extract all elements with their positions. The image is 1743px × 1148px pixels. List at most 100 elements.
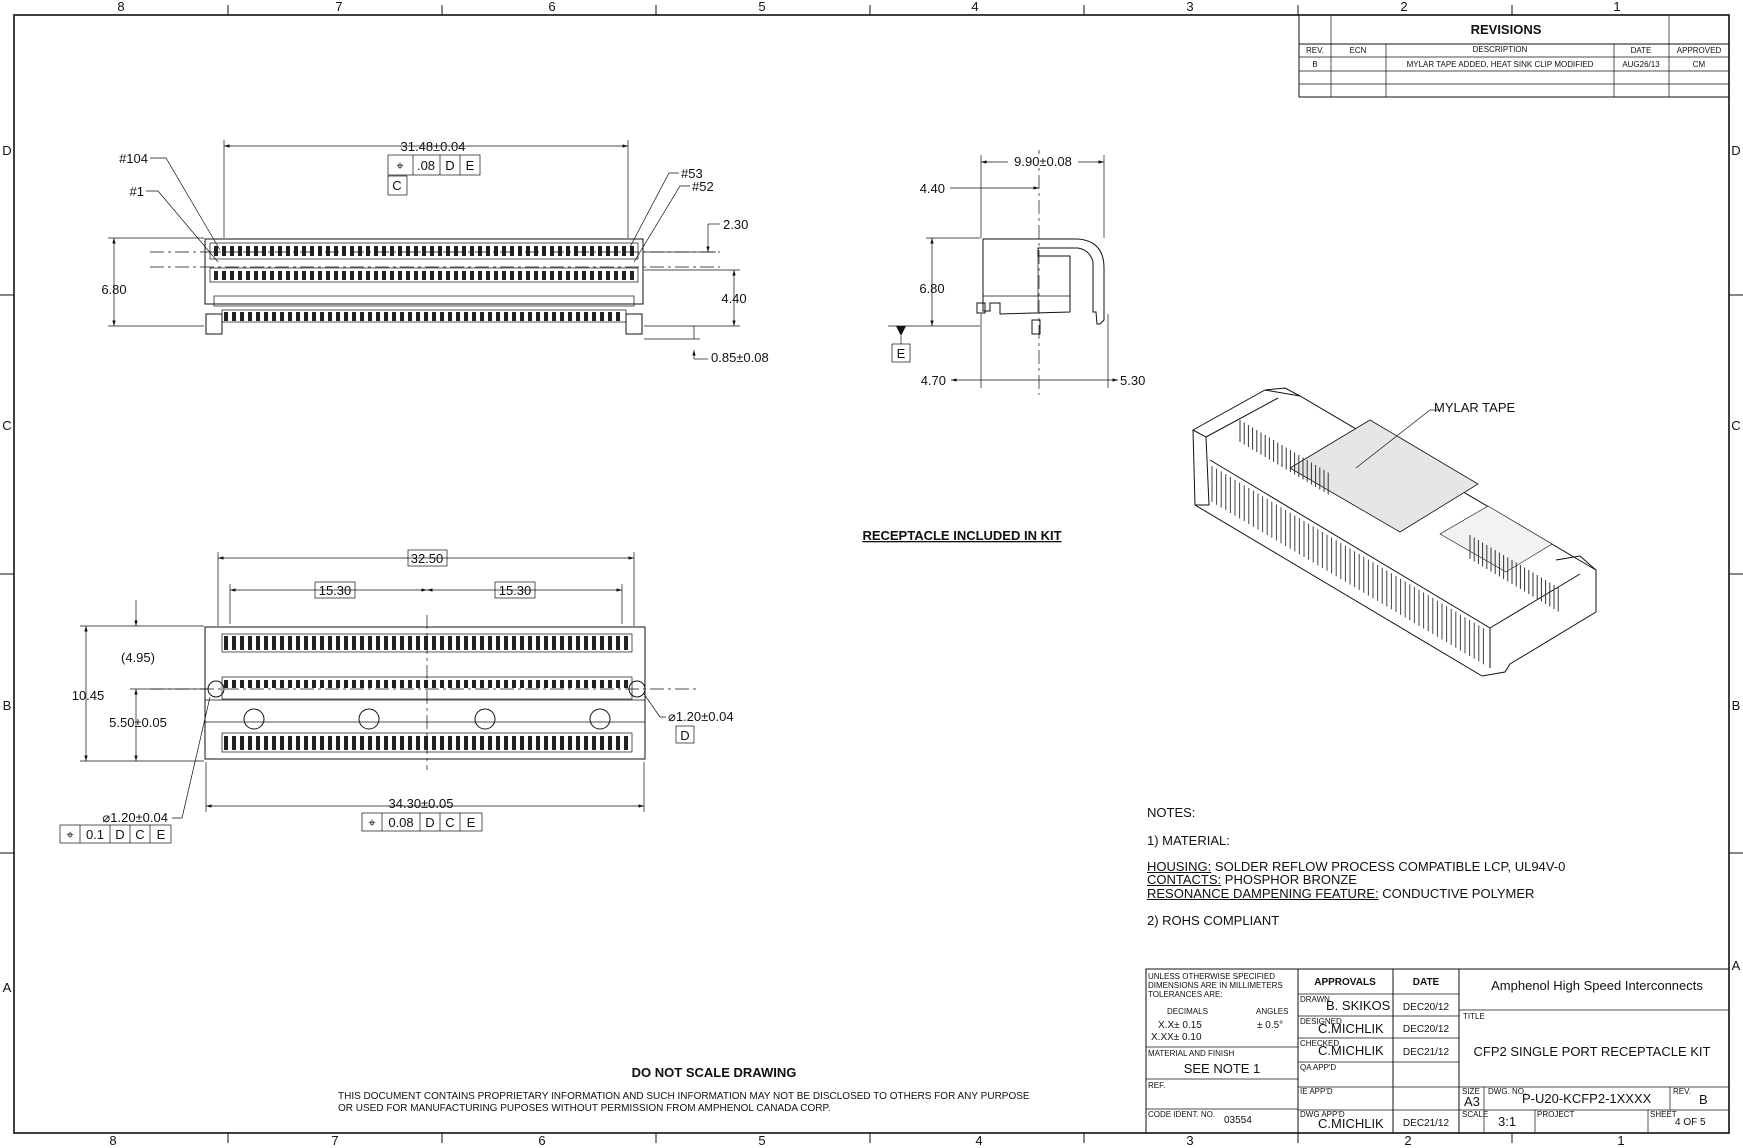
contact-mark (408, 312, 412, 321)
contact-mark (584, 736, 588, 750)
contact-mark (558, 246, 562, 256)
contact-mark (384, 312, 388, 321)
contact-mark (536, 312, 540, 321)
notes-resonance: RESONANCE DAMPENING FEATURE: CONDUCTIVE … (1147, 886, 1534, 901)
tb-scale-value: 3:1 (1498, 1114, 1516, 1129)
sv-datum-e: E (897, 346, 906, 361)
contact-mark (400, 680, 404, 688)
bv-fcf-bottom-d: D (425, 815, 434, 830)
bv-fcf-left-d: D (115, 827, 124, 842)
contact-mark (280, 736, 284, 750)
contact-mark (440, 312, 444, 321)
contact-mark (584, 312, 588, 321)
sv-height-dim: 6.80 (919, 281, 944, 296)
bv-width-3430: 34.30±0.05 (389, 796, 454, 811)
contact-mark (360, 312, 364, 321)
tb-unless-1: UNLESS OTHERWISE SPECIFIED (1148, 972, 1275, 981)
contact-mark (398, 246, 402, 256)
contact-mark (616, 636, 620, 650)
contact-mark (424, 312, 428, 321)
contact-mark (256, 312, 260, 321)
side-view: 9.90±0.08 4.40 6.80 E 4.70 5.30 (888, 150, 1145, 395)
contact-mark (462, 246, 466, 256)
zone-bottom-2: 2 (1404, 1133, 1411, 1148)
contact-mark (318, 246, 322, 256)
front-view: 31.48±0.04 ⌖ .08 D E C #104 #1 #53 #52 6… (101, 139, 768, 365)
contact-mark (464, 736, 468, 750)
zone-bottom-1: 1 (1617, 1133, 1624, 1148)
contact-mark (456, 736, 460, 750)
contact-mark (494, 271, 498, 280)
contact-mark (416, 736, 420, 750)
contact-mark (278, 271, 282, 280)
contact-mark (214, 246, 218, 256)
contact-mark (624, 736, 628, 750)
contact-mark (232, 736, 236, 750)
contact-mark (446, 246, 450, 256)
contact-mark (510, 246, 514, 256)
tb-scale-label: SCALE (1462, 1110, 1488, 1119)
tb-ref-label: REF. (1148, 1081, 1165, 1090)
contact-mark (488, 636, 492, 650)
contact-mark (320, 312, 324, 321)
contact-mark (526, 271, 530, 280)
contact-mark (456, 312, 460, 321)
bottom-view: 32.50 15.30 15.30 10.45 (4.95) 5.50±0.05… (59, 549, 734, 844)
contact-mark (278, 246, 282, 256)
tb-code-label: CODE IDENT. NO. (1148, 1110, 1215, 1119)
tb-checked-label: CHECKED (1300, 1039, 1339, 1048)
contact-mark (440, 636, 444, 650)
tb-dwg-no-value: P-U20-KCFP2-1XXXX (1522, 1091, 1652, 1106)
contact-mark (448, 312, 452, 321)
zone-right-c: C (1731, 418, 1740, 433)
contact-mark (312, 680, 316, 688)
tb-project-label: PROJECT (1537, 1110, 1574, 1119)
zone-bottom-8: 8 (109, 1133, 116, 1148)
contact-mark (502, 246, 506, 256)
contact-mark (576, 736, 580, 750)
contact-mark (456, 680, 460, 688)
tb-unless-3: TOLERANCES ARE: (1148, 990, 1223, 999)
contact-mark (422, 246, 426, 256)
contact-mark (552, 636, 556, 650)
tb-code-value: 03554 (1224, 1115, 1252, 1126)
contact-mark (384, 636, 388, 650)
zone-top-3: 3 (1186, 0, 1193, 14)
rev-row-description: MYLAR TAPE ADDED, HEAT SINK CLIP MODIFIE… (1407, 60, 1594, 69)
contact-mark (232, 680, 236, 688)
contact-mark (376, 636, 380, 650)
contact-mark (272, 312, 276, 321)
tb-qa-label: QA APP'D (1300, 1063, 1336, 1072)
bv-fcf-left-tol: 0.1 (86, 827, 104, 842)
contact-mark (406, 271, 410, 280)
contact-mark (392, 636, 396, 650)
bv-fcf-left-c: C (135, 827, 144, 842)
iso-mylar-label: MYLAR TAPE (1434, 400, 1515, 415)
contact-mark (246, 271, 250, 280)
contact-mark (592, 680, 596, 688)
contact-mark (606, 271, 610, 280)
fv-fcf-datum-e: E (466, 158, 475, 173)
notes-item-2: 2) ROHS COMPLIANT (1147, 913, 1280, 928)
contact-mark (584, 636, 588, 650)
receptacle-included-label: RECEPTACLE INCLUDED IN KIT (862, 528, 1061, 543)
contact-mark (400, 736, 404, 750)
contact-mark (512, 636, 516, 650)
contact-mark (528, 736, 532, 750)
contact-mark (230, 271, 234, 280)
contact-mark (248, 636, 252, 650)
rev-row-approved: CM (1693, 60, 1706, 69)
contact-mark (280, 680, 284, 688)
contact-mark (376, 680, 380, 688)
bottom-view-contacts (224, 636, 628, 750)
contact-mark (240, 736, 244, 750)
contact-mark (262, 271, 266, 280)
contact-mark (416, 680, 420, 688)
rev-header-description: DESCRIPTION (1473, 45, 1528, 54)
contact-mark (264, 680, 268, 688)
contact-mark (568, 312, 572, 321)
contact-mark (350, 246, 354, 256)
contact-mark (520, 312, 524, 321)
contact-mark (446, 271, 450, 280)
contact-mark (270, 246, 274, 256)
